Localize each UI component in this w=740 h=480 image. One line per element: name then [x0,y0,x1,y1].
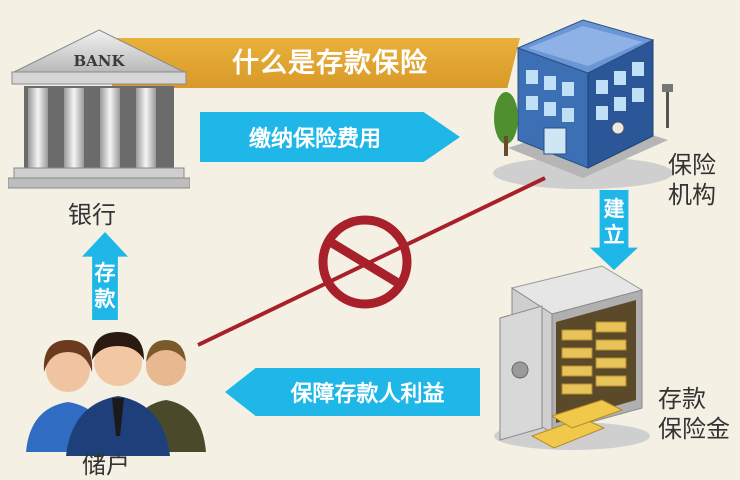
prohibited-icon [318,215,412,309]
pay-premium-arrow: 缴纳保险费用 [200,112,460,162]
protect-depositors-label: 保障存款人利益 [290,382,445,407]
protect-depositors-arrow: 保障存款人利益 [225,368,480,416]
insurance-building-icon [493,19,673,189]
establish-char-1: 建 [603,197,625,221]
safe-icon [494,265,650,450]
depositors-icon [26,332,206,456]
bank-sign: BANK [73,52,125,70]
insurer-label: 保险 机构 [668,150,728,210]
insurer-label-line1: 保险 [668,151,716,179]
deposit-char-1: 存 [94,261,116,285]
fund-label-line2: 保险金 [658,415,730,443]
person-center [66,332,170,456]
bank-label: 银行 [68,201,116,229]
depositor-label: 储户 [82,451,130,479]
deposit-char-2: 款 [94,287,116,311]
fund-label: 存款 保险金 [658,384,738,444]
fund-label-line1: 存款 [658,385,706,413]
bank-icon: BANK [8,29,190,189]
establish-char-2: 立 [603,223,625,247]
insurer-label-line2: 机构 [668,181,716,209]
page-title: 什么是存款保险 [232,48,428,79]
pay-premium-label: 缴纳保险费用 [248,127,381,152]
